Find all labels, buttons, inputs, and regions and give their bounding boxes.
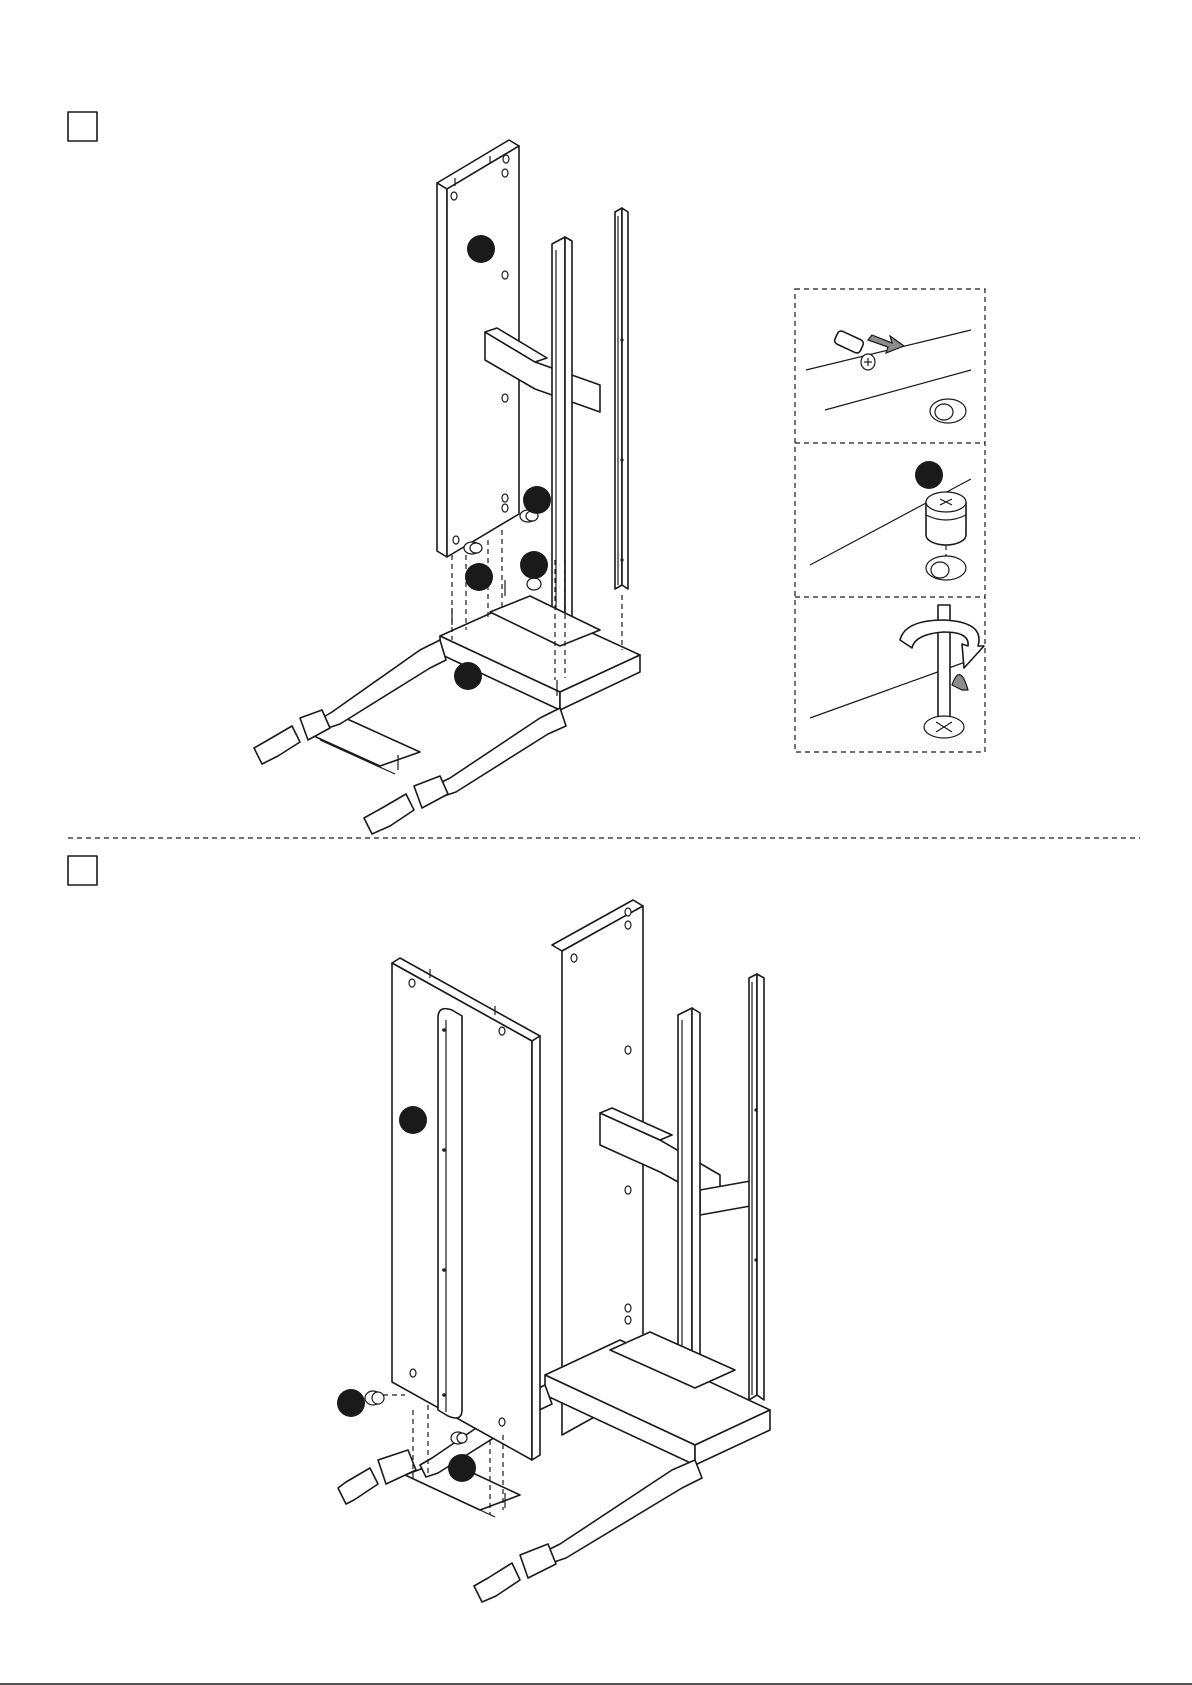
new-side-panel [392, 958, 540, 1460]
front-rail [552, 237, 572, 624]
part-callout-dot [467, 235, 495, 263]
part-callout-dot [465, 563, 493, 591]
part-callout-dot [448, 1454, 476, 1482]
cam-lock-icon [365, 1391, 384, 1405]
step-1-number-box [68, 112, 97, 141]
cam-bolt-icon [833, 330, 875, 370]
step-2 [68, 856, 770, 1602]
rear-rail [615, 208, 628, 589]
cam-lock-icon [527, 578, 541, 590]
part-callout-dot [399, 1106, 427, 1134]
part-callout-dot [337, 1389, 365, 1417]
detail-panel-tighten [810, 605, 984, 738]
cam-lock-icon [926, 492, 966, 545]
rear-rail [749, 974, 764, 1400]
cam-lock-icon [464, 542, 482, 554]
part-callout-dot [520, 551, 548, 579]
detail-panels [795, 289, 985, 752]
step-2-number-box [68, 856, 97, 885]
groove-strip [438, 1009, 462, 1418]
leg-left-front [474, 1460, 702, 1602]
part-callout-dot [523, 486, 551, 514]
part-callout-dot [454, 662, 482, 690]
part-callout-dot [915, 461, 943, 489]
step-1 [68, 112, 985, 834]
detail-panel-cam-lock [810, 461, 971, 580]
cam-lock-icon [451, 1432, 467, 1444]
detail-panel-insert-bolt [806, 330, 971, 423]
leg-left-front [364, 708, 566, 834]
